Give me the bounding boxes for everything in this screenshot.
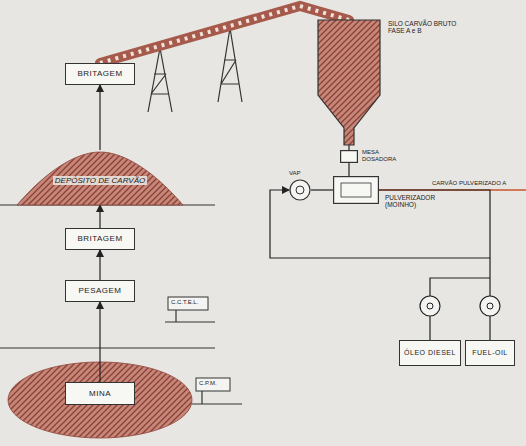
label-holder: C.P.M.	[199, 380, 217, 387]
ground-line	[0, 347, 215, 348]
flow-connector	[99, 85, 100, 150]
process-box: BRITAGEM	[65, 63, 135, 85]
signpost	[165, 297, 215, 322]
signpost	[192, 378, 242, 404]
coal-silo-outline	[318, 20, 380, 145]
pulverizer-box-outline	[333, 176, 379, 204]
feeder-table-outline	[340, 150, 358, 163]
node-label: SILO CARVÃO BRUTO FASE A e B	[388, 20, 468, 35]
pipe-label: CARVÃO PULVERIZADO A	[432, 180, 506, 187]
node-label: PESAGEM	[78, 286, 121, 295]
mine-box: MINA	[65, 382, 135, 405]
node-label: BRITAGEM	[77, 234, 122, 243]
node-label: VAP	[289, 170, 311, 177]
pump-symbol	[480, 296, 500, 316]
node-label: DEPÓSITO DE CARVÃO	[53, 176, 147, 185]
flow-connector	[311, 189, 333, 190]
feeder-table: MESA DOSADORA	[340, 150, 358, 163]
fan-symbol-outline	[289, 179, 311, 201]
flow-connector	[348, 163, 349, 176]
label-holder: C.C.T.E.L.	[171, 299, 198, 306]
flow-connector	[99, 302, 100, 382]
fan-symbol: VAP	[289, 179, 311, 201]
conveyor-tower	[218, 28, 242, 102]
flow-connector	[270, 190, 490, 258]
conveyor-belt-body	[100, 6, 349, 63]
node-label: PULVERIZADOR (MOINHO)	[385, 194, 447, 209]
label-holder: CARVÃO PULVERIZADO A	[432, 180, 506, 187]
process-box: BRITAGEM	[65, 228, 135, 250]
coal-stockpile: DEPÓSITO DE CARVÃO	[17, 150, 183, 205]
fuel-box: ÓLEO DIESEL	[399, 340, 461, 366]
flow-connector	[99, 250, 100, 280]
node-label: FUEL-OIL	[472, 349, 508, 357]
process-box: PESAGEM	[65, 280, 135, 302]
fuel-line	[430, 258, 490, 340]
sign-label: C.C.T.E.L.	[171, 299, 198, 306]
conveyor-tower	[148, 48, 172, 112]
flow-connector	[348, 145, 349, 150]
sign-label: C.P.M.	[199, 380, 217, 387]
flow-connector	[99, 205, 100, 228]
node-label: MINA	[89, 389, 111, 398]
pulverizer-box: PULVERIZADOR (MOINHO)	[333, 176, 379, 204]
coal-silo: SILO CARVÃO BRUTO FASE A e B	[318, 20, 380, 145]
node-label: MESA DOSADORA	[362, 149, 407, 163]
conveyor-belt	[100, 6, 349, 63]
pump-symbol	[420, 296, 440, 316]
fuel-box: FUEL-OIL	[465, 340, 515, 366]
node-label: BRITAGEM	[77, 69, 122, 78]
node-label: ÓLEO DIESEL	[404, 349, 456, 357]
